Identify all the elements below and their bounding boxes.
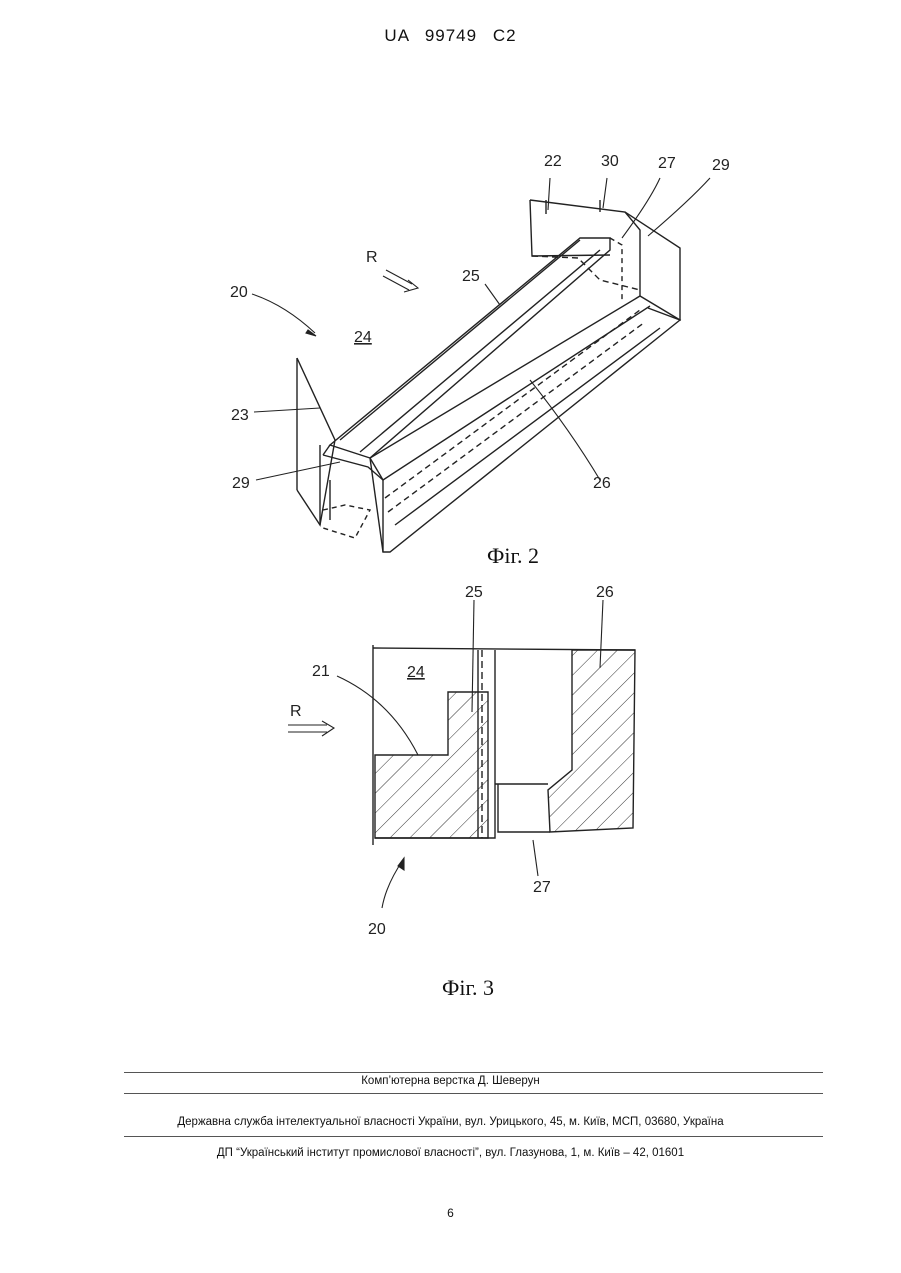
fig3-label-20: 20 [368, 921, 386, 938]
fig2-label-29-bottom: 29 [232, 475, 250, 492]
footer-divider-1 [124, 1072, 823, 1073]
footer-institute: ДП “Український інститут промислової вла… [0, 1147, 901, 1159]
fig2-label-20: 20 [230, 284, 248, 301]
figure-3-leaders [288, 600, 603, 908]
fig2-label-23: 23 [231, 407, 249, 424]
fig2-label-25: 25 [462, 268, 480, 285]
footer-typesetting: Комп’ютерна верстка Д. Шеверун [0, 1075, 901, 1087]
footer-divider-3 [124, 1136, 823, 1137]
fig3-label-25: 25 [465, 584, 483, 601]
fig2-label-27: 27 [658, 155, 676, 172]
fig2-label-24: 24 [354, 329, 372, 346]
figure-3-caption: Фіг. 3 [442, 975, 494, 1001]
fig3-label-21: 21 [312, 663, 330, 680]
fig2-label-22: 22 [544, 153, 562, 170]
fig2-label-R: R [366, 249, 378, 266]
fig3-label-R: R [290, 703, 302, 720]
page-number: 6 [0, 1206, 901, 1220]
fig2-label-30: 30 [601, 153, 619, 170]
footer-divider-2 [124, 1093, 823, 1094]
fig3-label-24: 24 [407, 664, 425, 681]
fig3-label-26: 26 [596, 584, 614, 601]
footer-agency: Державна служба інтелектуальної власност… [0, 1116, 901, 1128]
figure-2-caption: Фіг. 2 [487, 543, 539, 569]
fig2-label-29-top: 29 [712, 157, 730, 174]
figure-2-drawing [297, 200, 680, 552]
fig2-label-26: 26 [593, 475, 611, 492]
fig3-label-27: 27 [533, 879, 551, 896]
